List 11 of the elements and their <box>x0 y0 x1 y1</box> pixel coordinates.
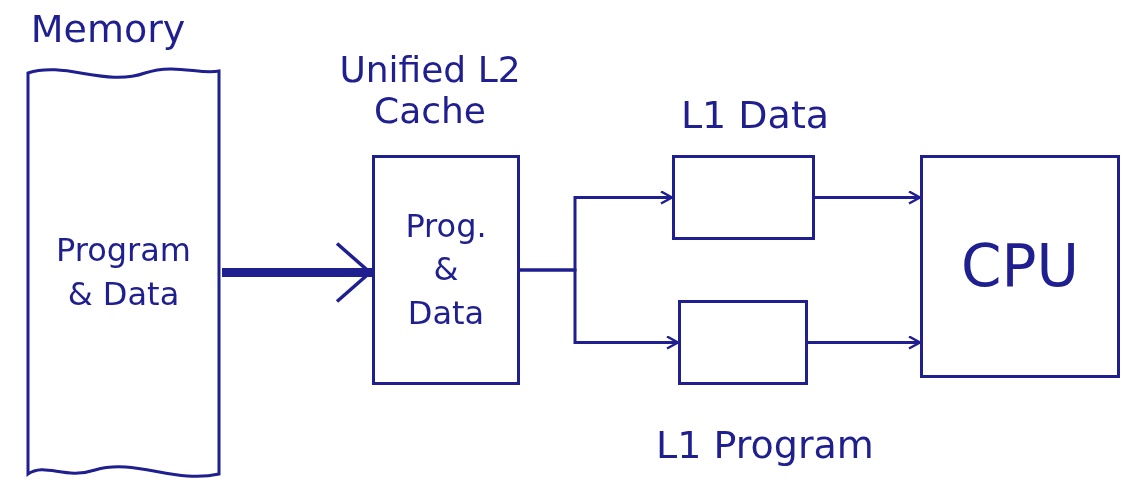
box-heading: L1 Data <box>679 92 831 140</box>
box-label: Prog. & Data <box>404 206 488 334</box>
thick-arrow <box>222 241 372 304</box>
arrow <box>815 190 922 205</box>
box-heading: Unified L2 Cache <box>338 47 522 133</box>
box-title: CPU <box>961 231 1079 303</box>
box-label: Program & Data <box>55 230 192 315</box>
arrow <box>520 268 680 350</box>
box-heading: L1 Program <box>655 422 875 470</box>
box-heading: Memory <box>29 6 187 54</box>
arrow <box>808 335 922 350</box>
